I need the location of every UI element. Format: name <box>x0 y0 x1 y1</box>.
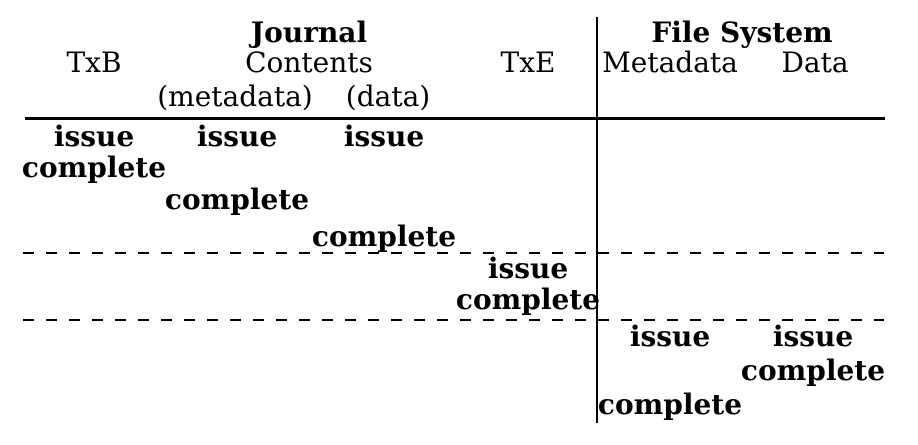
phase-divider-2 <box>23 319 884 321</box>
column-header-txb: TxB <box>66 46 122 79</box>
timeline-cell-jmeta-complete: complete <box>164 183 310 216</box>
column-header-fs-data: Data <box>781 46 849 79</box>
column-header-contents: Contents <box>245 46 373 79</box>
timeline-cell-fsdata-complete: complete <box>740 354 886 387</box>
timeline-cell-txb-complete: complete <box>21 151 167 184</box>
timeline-cell-fsdata-issue: issue <box>772 320 854 353</box>
timeline-cell-fsmeta-issue: issue <box>629 320 711 353</box>
column-header-fs-metadata: Metadata <box>602 46 738 79</box>
column-subheader-contents-data: (data) <box>345 80 431 113</box>
timeline-cell-txb-issue: issue <box>53 120 135 153</box>
file-system-section-header: File System <box>651 16 833 49</box>
phase-divider-1 <box>23 252 884 254</box>
column-subheader-contents-metadata: (metadata) <box>157 80 313 113</box>
timeline-cell-jdata-issue: issue <box>343 120 425 153</box>
timeline-cell-fsmeta-complete: complete <box>597 388 743 421</box>
journal-filesystem-divider <box>596 17 598 423</box>
timeline-cell-jmeta-issue: issue <box>196 120 278 153</box>
timeline-cell-jdata-complete: complete <box>311 220 457 253</box>
timeline-cell-txe-issue: issue <box>487 252 569 285</box>
journal-section-header: Journal <box>250 16 368 49</box>
header-rule <box>25 117 885 120</box>
column-header-txe: TxE <box>500 46 556 79</box>
timeline-cell-txe-complete: complete <box>455 283 601 316</box>
